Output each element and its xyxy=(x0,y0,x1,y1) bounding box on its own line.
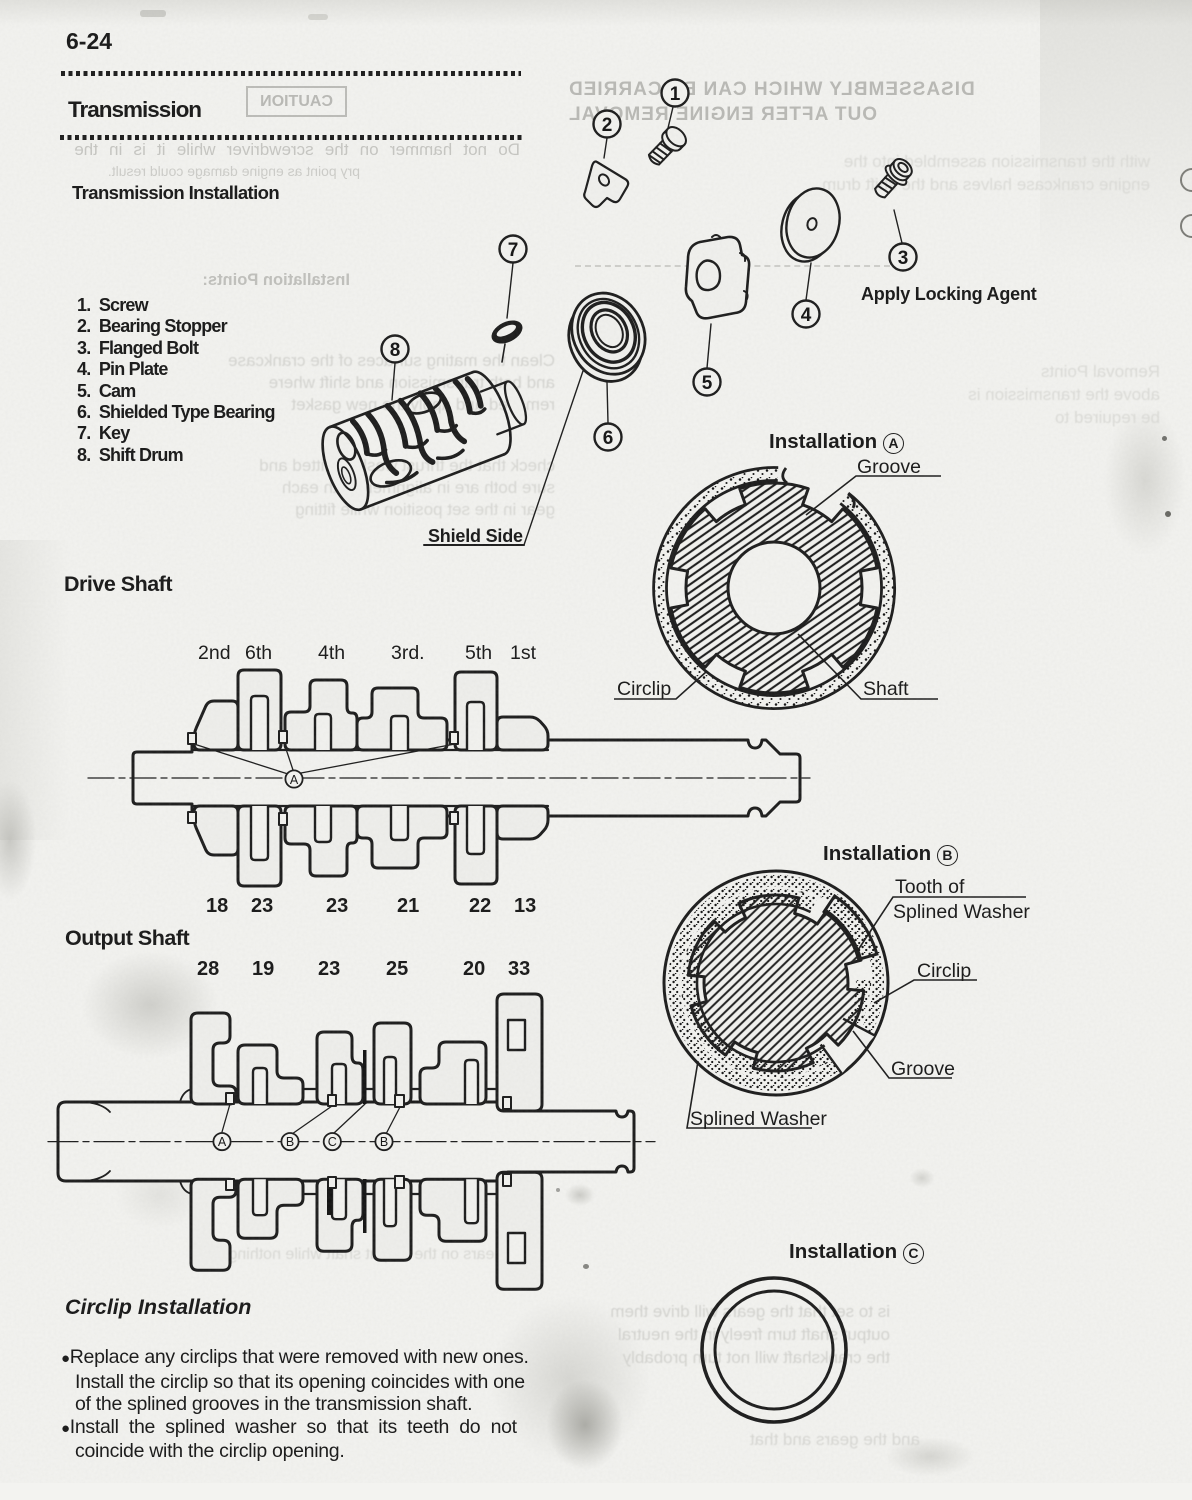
svg-text:3: 3 xyxy=(898,248,909,269)
svg-text:A: A xyxy=(218,1135,227,1149)
svg-text:5: 5 xyxy=(702,373,713,394)
svg-text:B: B xyxy=(286,1135,294,1149)
svg-text:A: A xyxy=(290,773,299,787)
svg-text:B: B xyxy=(380,1135,388,1149)
svg-text:7: 7 xyxy=(508,240,519,261)
svg-text:4: 4 xyxy=(801,305,812,326)
svg-text:C: C xyxy=(328,1135,337,1149)
svg-text:8: 8 xyxy=(390,340,401,361)
svg-text:1: 1 xyxy=(670,84,681,105)
svg-text:2: 2 xyxy=(602,115,613,136)
svg-text:6: 6 xyxy=(603,428,614,449)
